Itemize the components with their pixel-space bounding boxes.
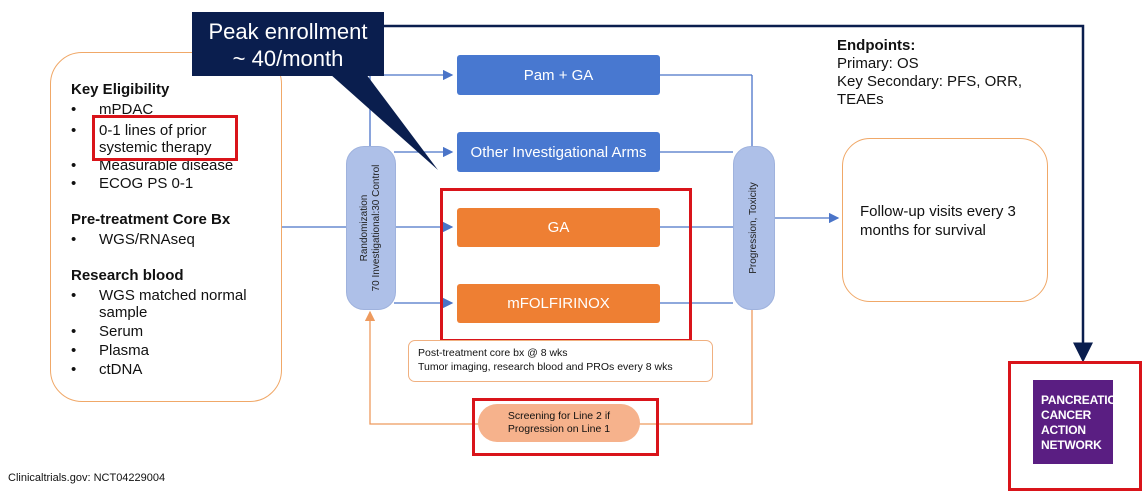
blood-item-continued: sample [99,304,148,321]
follow-up-line2: months for survival [860,222,986,239]
arm-pam-ga: Pam + GA [457,55,660,95]
eligibility-title: Key Eligibility [71,81,170,98]
logo-highlight-box [1008,361,1142,491]
trial-id-footer: Clinicaltrials.gov: NCT04229004 [8,472,166,484]
progression-label: Progression, Toxicity [748,182,759,274]
eligibility-item: •0-1 lines of prior [71,122,207,139]
arm-ga: GA [457,208,660,247]
post-treatment-line2: Tumor imaging, research blood and PROs e… [418,361,673,373]
pancan-logo: PANCREATIC CANCER ACTION NETWORK [1033,380,1116,464]
screening-line2: Progression on Line 1 [507,423,611,435]
biopsy-title: Pre-treatment Core Bx [71,211,231,228]
blood-title: Research blood [71,267,184,284]
blood-item: •WGS matched normal [71,287,247,304]
post-treatment-line1: Post-treatment core bx @ 8 wks [418,347,568,359]
progression-pill: Progression, Toxicity [733,146,775,310]
callout-line2: ~ 40/month [232,46,344,71]
follow-up-box: Follow-up visits every 3 months for surv… [842,138,1048,302]
endpoints-block: Endpoints: Primary: OS Key Secondary: PF… [837,37,1067,109]
eligibility-item-continued: systemic therapy [99,139,212,156]
blood-item: •Serum [71,323,144,340]
randomization-label: Randomization 70 Investigational:30 Cont… [359,164,382,292]
biopsy-item: •WGS/RNAseq [71,231,195,248]
blood-item: •ctDNA [71,361,143,378]
peak-enrollment-callout: Peak enrollment ~ 40/month [192,12,384,76]
arm-mfolfirinox: mFOLFIRINOX [457,284,660,323]
eligibility-highlight-box [92,115,238,161]
eligibility-panel: Key Eligibility •mPDAC •0-1 lines of pri… [50,52,282,402]
endpoints-title: Endpoints: [837,37,916,54]
screening-pill: Screening for Line 2 if Progression on L… [478,404,640,442]
post-treatment-box: Post-treatment core bx @ 8 wks Tumor ima… [408,340,713,382]
arm-other-investigational: Other Investigational Arms [457,132,660,172]
screening-line1: Screening for Line 2 if [507,410,611,422]
endpoints-primary: Primary: OS [837,55,919,72]
screening-highlight-box [472,398,659,456]
eligibility-item: •Measurable disease [71,157,234,174]
blood-item: •Plasma [71,342,150,359]
eligibility-item: •mPDAC [71,101,154,118]
endpoints-secondary: Key Secondary: PFS, ORR, [837,73,1023,90]
follow-up-line1: Follow-up visits every 3 [860,203,1016,220]
callout-line1: Peak enrollment [208,19,368,44]
endpoints-secondary-continued: TEAEs [837,91,884,108]
eligibility-item: •ECOG PS 0-1 [71,175,194,192]
randomization-pill: Randomization 70 Investigational:30 Cont… [346,146,396,310]
